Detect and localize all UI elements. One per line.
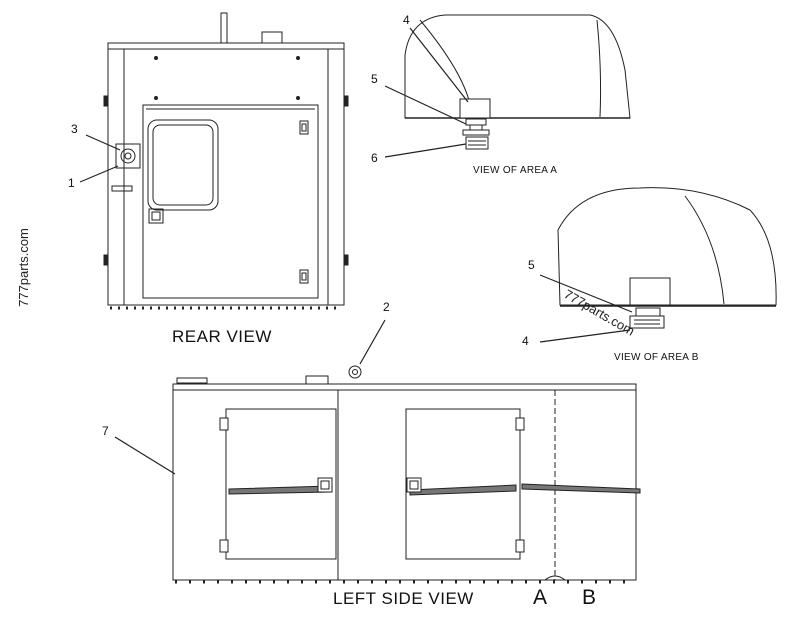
rear-view-caption: REAR VIEW	[172, 327, 272, 346]
rear-view-drawing	[103, 12, 349, 310]
view-area-b-caption: VIEW OF AREA B	[614, 352, 699, 363]
callout-5-bottom: 5	[528, 258, 535, 272]
callout-4-bottom: 4	[522, 334, 529, 348]
callout-1: 1	[68, 176, 75, 190]
left-side-view-drawing	[172, 365, 641, 584]
watermark-left: 777parts.com	[15, 228, 31, 307]
leader-4-bottom	[539, 329, 631, 343]
area-b-drawing	[557, 187, 777, 329]
callout-2: 2	[383, 300, 390, 314]
leader-5-bottom	[539, 274, 633, 313]
view-area-a-caption: VIEW OF AREA A	[473, 165, 558, 176]
leader-2	[359, 319, 386, 365]
callout-4-top: 4	[403, 13, 410, 27]
leader-4-top	[409, 27, 469, 103]
left-side-view-caption: LEFT SIDE VIEW	[333, 589, 474, 608]
callout-6: 6	[371, 151, 378, 165]
leader-3	[85, 134, 121, 151]
callout-5-top: 5	[371, 72, 378, 86]
leader-lines	[79, 27, 633, 475]
leader-5-top	[384, 85, 467, 125]
area-a-marker: A	[533, 586, 548, 609]
callout-7: 7	[102, 424, 109, 438]
area-b-marker: B	[582, 586, 597, 609]
area-a-drawing	[404, 14, 631, 150]
leader-6	[384, 143, 467, 158]
leader-1	[79, 165, 119, 183]
leader-7	[114, 436, 176, 475]
callout-3: 3	[71, 122, 78, 136]
